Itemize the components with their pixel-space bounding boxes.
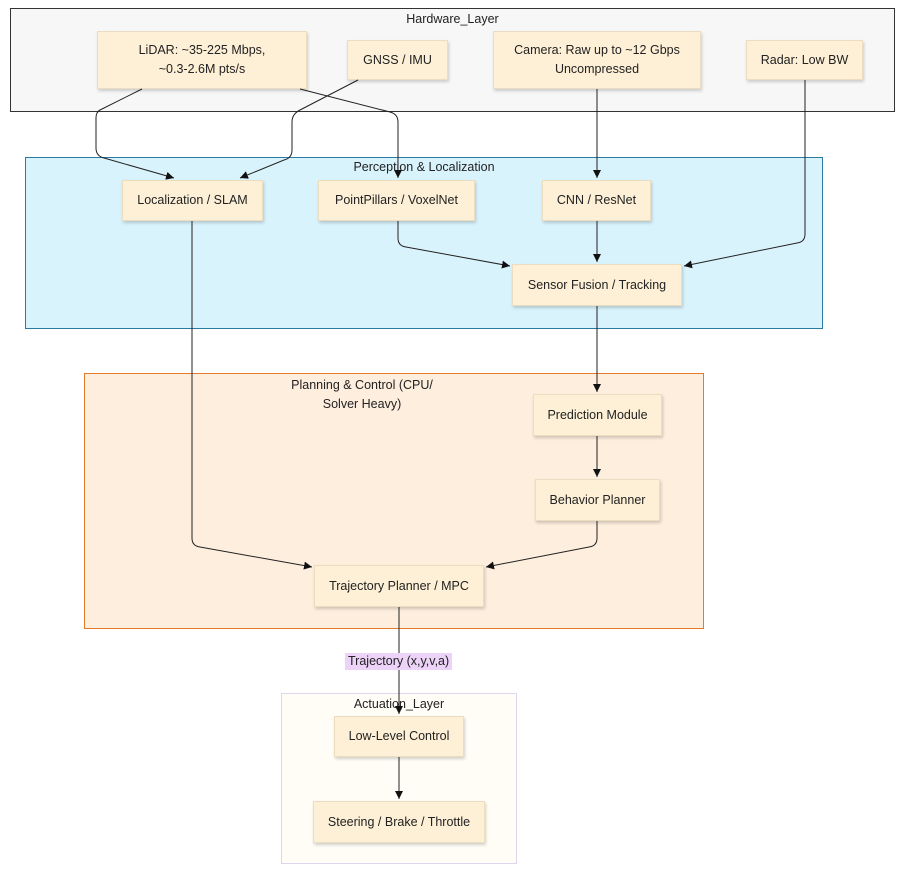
pointpillars-voxelnet-node[interactable]: PointPillars / VoxelNet [318, 180, 475, 221]
edge-label-trajectory: Trajectory (x,y,v,a) [345, 653, 453, 670]
cnn-resnet-node-label: CNN / ResNet [556, 193, 637, 207]
trajectory-planner-mpc-node-label: Trajectory Planner / MPC [329, 578, 469, 593]
low-level-control-node[interactable]: Low-Level Control [334, 716, 464, 757]
camera-node-line1: Camera: Raw up to ~12 Gbps [514, 43, 680, 57]
gnss-imu-node-label: GNSS / IMU [363, 52, 432, 67]
radar-node[interactable]: Radar: Low BW [746, 40, 863, 80]
localization-slam-node[interactable]: Localization / SLAM [122, 180, 263, 221]
cnn-resnet-node[interactable]: CNN / ResNet [542, 180, 651, 221]
prediction-module-node-label: Prediction Module [547, 407, 648, 422]
lidar-node-line2: ~0.3-2.6M pts/s [158, 62, 246, 76]
planning-control-title-line2: Solver Heavy) [322, 397, 402, 411]
camera-node-line2: Uncompressed [554, 62, 640, 76]
sensor-fusion-tracking-node-label: Sensor Fusion / Tracking [527, 277, 667, 292]
pointpillars-voxelnet-node-label: PointPillars / VoxelNet [335, 193, 458, 207]
radar-node-label: Radar: Low BW [760, 52, 849, 67]
lidar-node-line1: LiDAR: ~35-225 Mbps, [138, 43, 266, 57]
low-level-control-node-label: Low-Level Control [348, 729, 450, 743]
actuation-layer-title: Actuation_Layer [353, 697, 445, 711]
planning-control-title-line1: Planning & Control (CPU/ [291, 378, 433, 392]
camera-node[interactable]: Camera: Raw up to ~12 Gbps Uncompressed [493, 31, 701, 89]
lidar-node[interactable]: LiDAR: ~35-225 Mbps, ~0.3-2.6M pts/s [97, 31, 307, 89]
sensor-fusion-tracking-node[interactable]: Sensor Fusion / Tracking [512, 264, 682, 306]
localization-slam-node-label: Localization / SLAM [137, 193, 248, 207]
steering-brake-throttle-node-label: Steering / Brake / Throttle [327, 814, 471, 829]
gnss-imu-node[interactable]: GNSS / IMU [347, 40, 448, 80]
behavior-planner-node[interactable]: Behavior Planner [535, 479, 660, 521]
perception-localization-title: Perception & Localization [353, 160, 495, 174]
behavior-planner-node-label: Behavior Planner [549, 492, 646, 507]
trajectory-planner-mpc-node[interactable]: Trajectory Planner / MPC [314, 565, 484, 607]
prediction-module-node[interactable]: Prediction Module [533, 394, 662, 436]
steering-brake-throttle-node[interactable]: Steering / Brake / Throttle [313, 801, 485, 843]
hardware-layer-title: Hardware_Layer [406, 12, 499, 26]
